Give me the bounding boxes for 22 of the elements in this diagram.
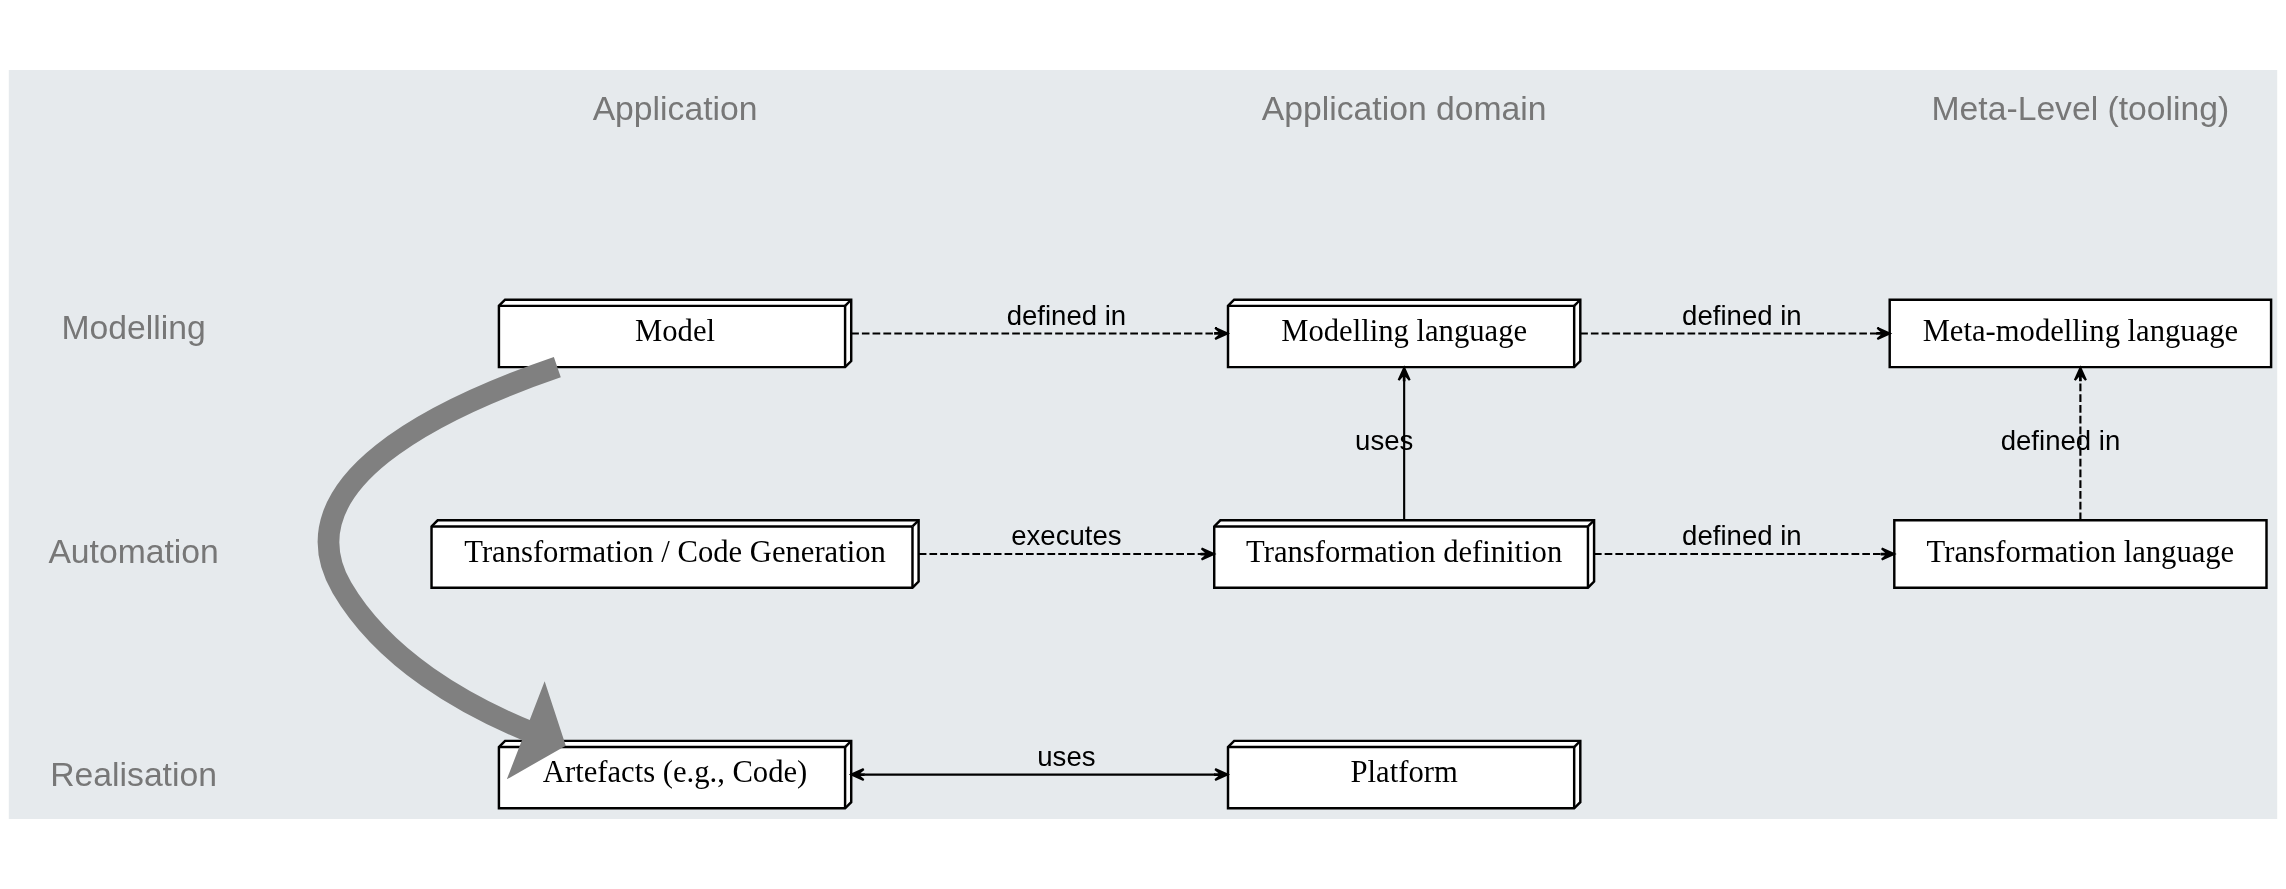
arrow: [918, 547, 1215, 561]
label: Modelling: [61, 308, 206, 346]
arrow: [2073, 366, 2087, 521]
edge-label: defined in: [2000, 425, 2121, 457]
arrow: [850, 768, 1229, 782]
arrow: [1397, 366, 1411, 521]
label: Automation: [48, 532, 219, 570]
arrow: [1594, 547, 1896, 561]
edge-label: defined in: [1006, 299, 1127, 331]
arrow: [851, 326, 1229, 341]
edge-label: defined in: [1682, 299, 1802, 331]
edge-label: executes: [1011, 520, 1122, 552]
node-box: Transformation language: [1893, 519, 2268, 589]
node-box: Meta-modelling language: [1888, 298, 2273, 369]
edge-label: uses: [1037, 741, 1096, 772]
arrow: [318, 357, 566, 780]
arrow: [1580, 326, 1891, 341]
label: Realisation: [50, 756, 217, 794]
label: Application domain: [1261, 89, 1547, 127]
label: Meta-Level (tooling): [1931, 89, 2230, 127]
edge-label: defined in: [1682, 520, 1802, 552]
label: Application: [592, 89, 758, 127]
